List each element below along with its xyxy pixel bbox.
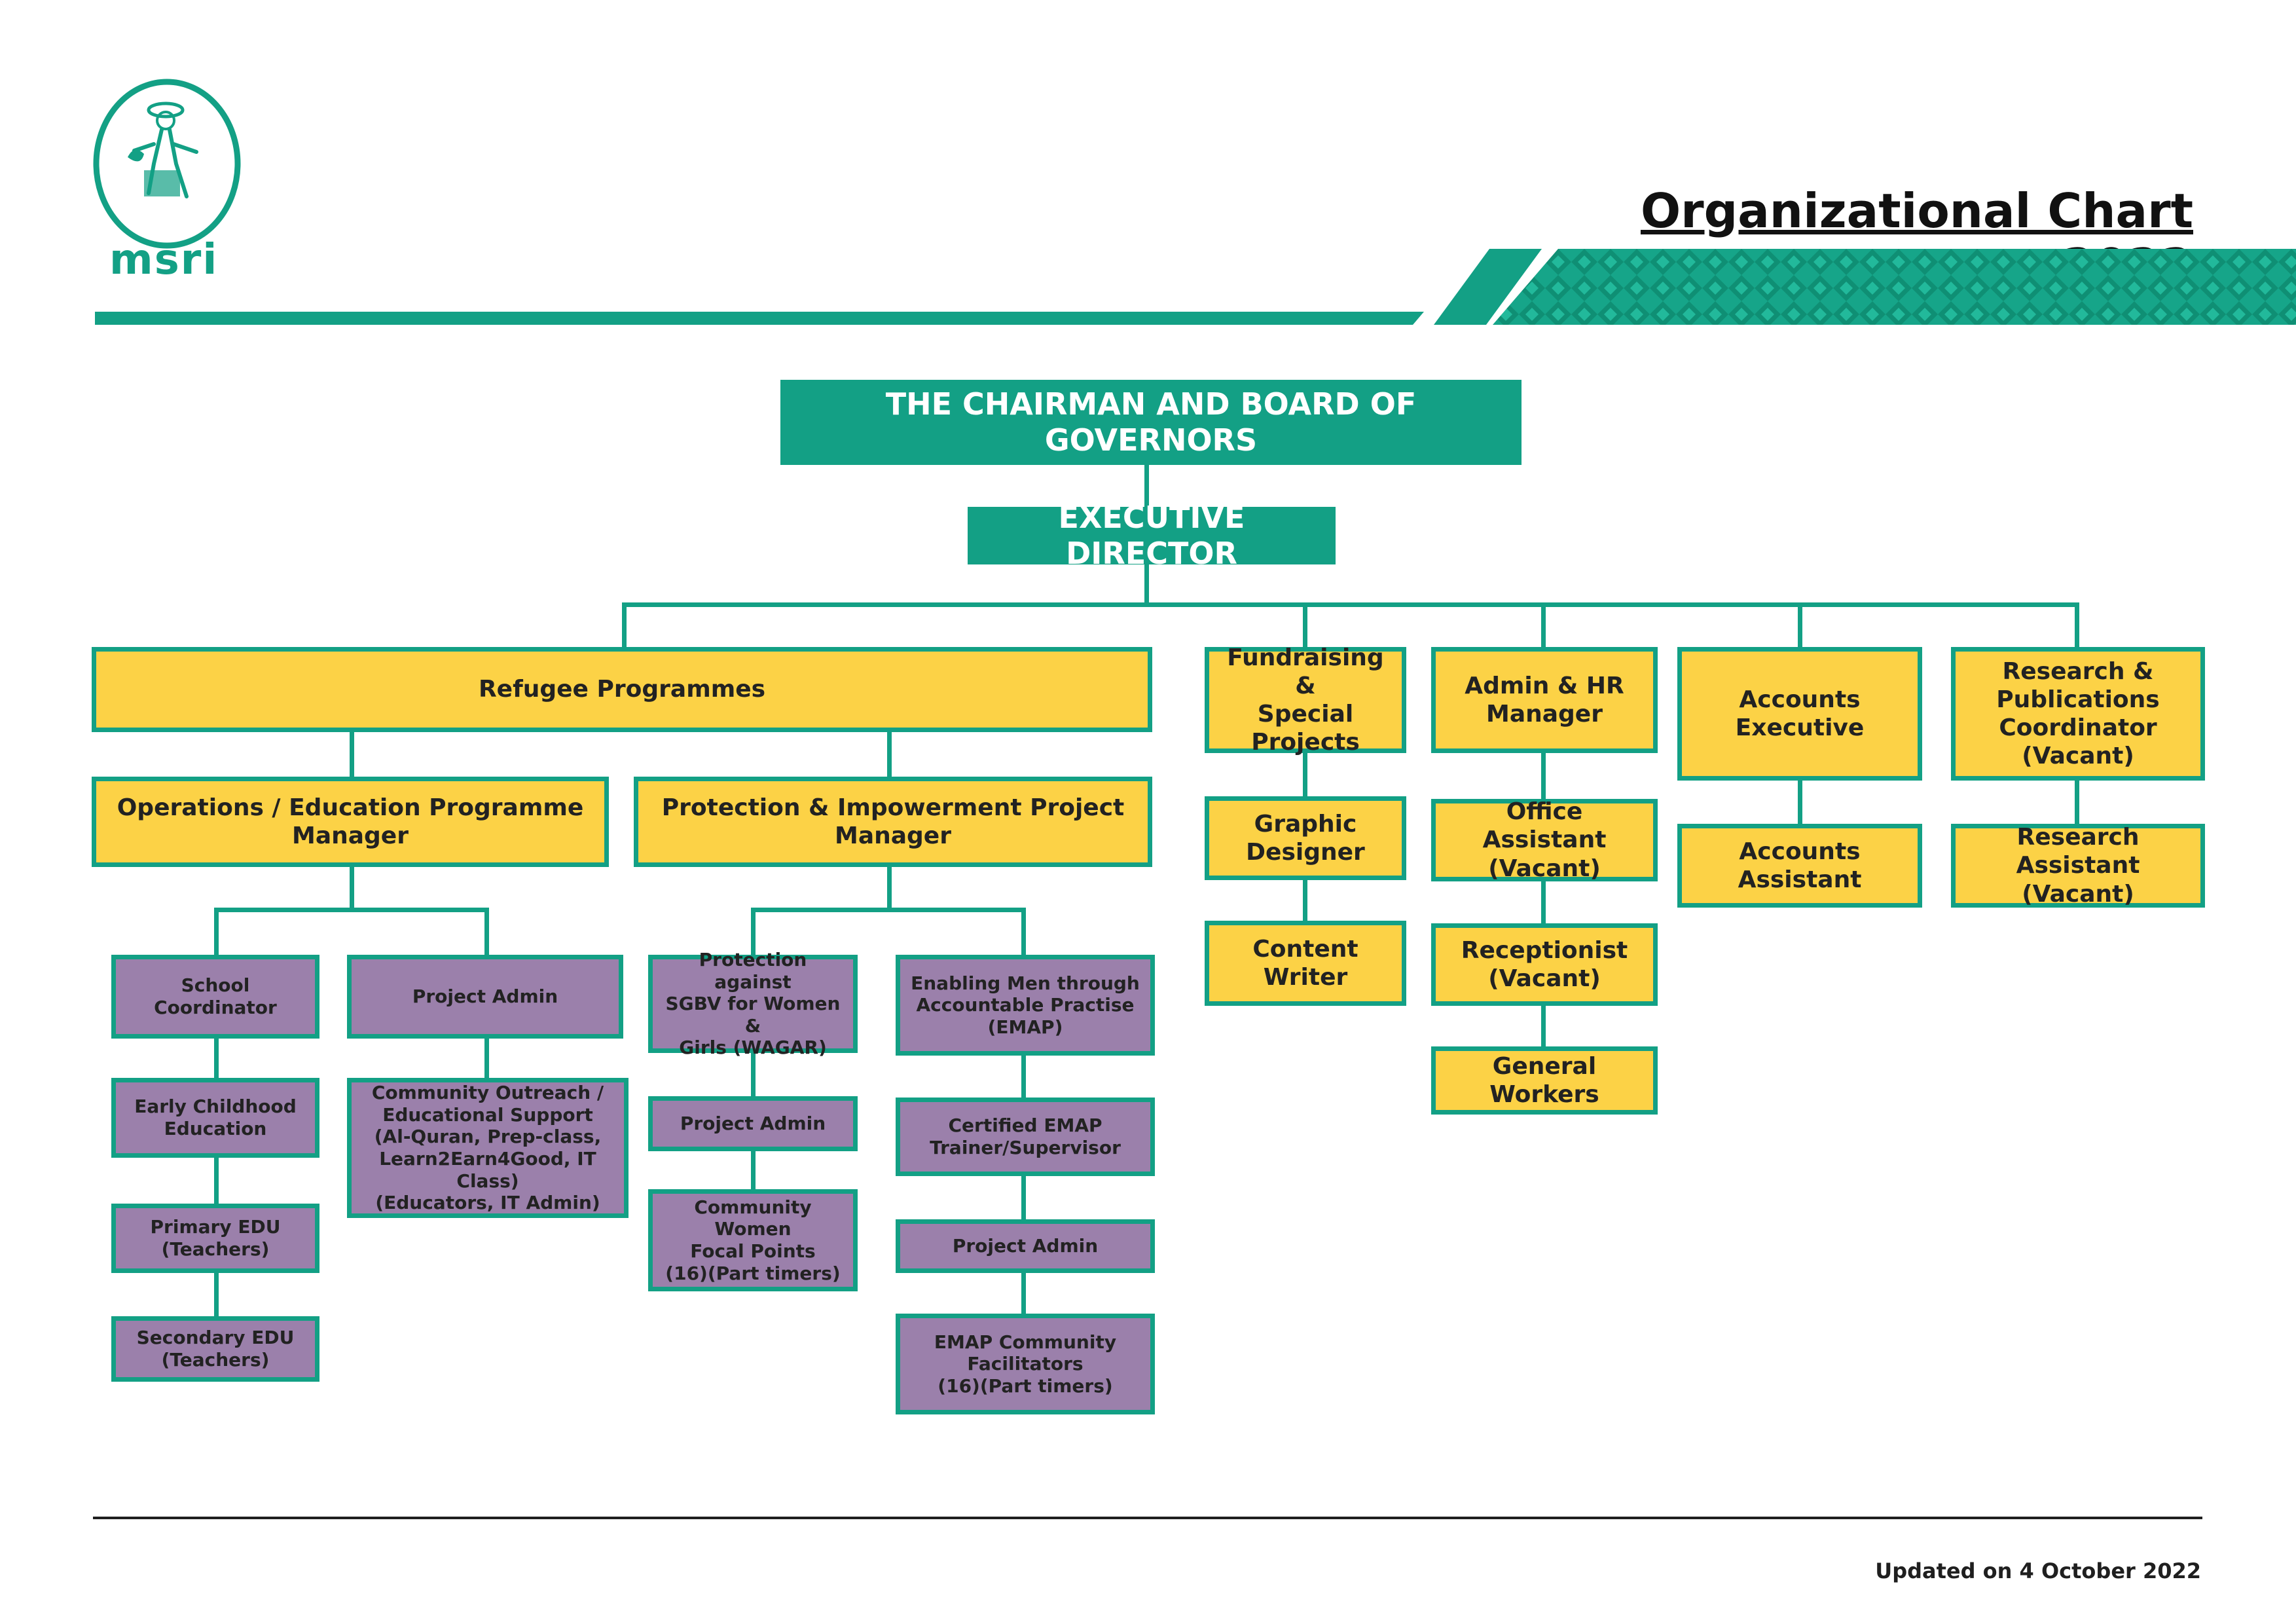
footer-divider (93, 1517, 2202, 1519)
msri-logo (93, 79, 241, 249)
emap-trainer-node: Certified EMAP Trainer/Supervisor (896, 1098, 1155, 1176)
school-coordinator-node: School Coordinator (111, 955, 319, 1039)
emap-node: Enabling Men through Accountable Practis… (896, 955, 1155, 1056)
general-workers-node: General Workers (1431, 1046, 1658, 1115)
accounts-executive-node: Accounts Executive (1677, 647, 1922, 781)
ops-education-manager-node: Operations / Education Programme Manager (92, 777, 609, 867)
graphic-designer-node: Graphic Designer (1205, 796, 1406, 880)
content-writer-node: Content Writer (1205, 921, 1406, 1006)
community-women-node: Community Women Focal Points (16)(Part t… (648, 1189, 858, 1291)
secondary-edu-node: Secondary EDU (Teachers) (111, 1316, 319, 1382)
chairman-node: THE CHAIRMAN AND BOARD OF GOVERNORS (780, 380, 1522, 465)
office-assistant-node: Office Assistant (Vacant) (1431, 798, 1658, 882)
accounts-assistant-node: Accounts Assistant (1677, 824, 1922, 908)
admin-hr-manager-node: Admin & HR Manager (1431, 647, 1658, 753)
primary-edu-node: Primary EDU (Teachers) (111, 1204, 319, 1273)
header-decoration-bar (95, 249, 2296, 325)
fundraising-node: Fundraising & Special Projects (1205, 644, 1406, 756)
receptionist-node: Receptionist (Vacant) (1431, 923, 1658, 1006)
emap-project-admin-node: Project Admin (896, 1219, 1155, 1273)
protection-manager-node: Protection & Impowerment Project Manager (634, 777, 1152, 867)
wagar-node: Protection against SGBV for Women & Girl… (648, 949, 858, 1058)
research-coordinator-node: Research & Publications Coordinator (Vac… (1951, 647, 2205, 781)
emap-facilitators-node: EMAP Community Facilitators (16)(Part ti… (896, 1314, 1155, 1414)
updated-date: Updated on 4 October 2022 (1875, 1559, 2201, 1583)
project-admin-ops-node: Project Admin (347, 955, 623, 1039)
logo-text: msri (109, 236, 219, 284)
executive-director-node: EXECUTIVE DIRECTOR (968, 500, 1336, 571)
research-assistant-node: Research Assistant (Vacant) (1951, 824, 2205, 908)
refugee-programmes-node: Refugee Programmes (92, 647, 1152, 732)
wagar-project-admin-node: Project Admin (648, 1096, 858, 1151)
community-outreach-node: Community Outreach / Educational Support… (347, 1078, 629, 1218)
early-childhood-node: Early Childhood Education (111, 1078, 319, 1158)
